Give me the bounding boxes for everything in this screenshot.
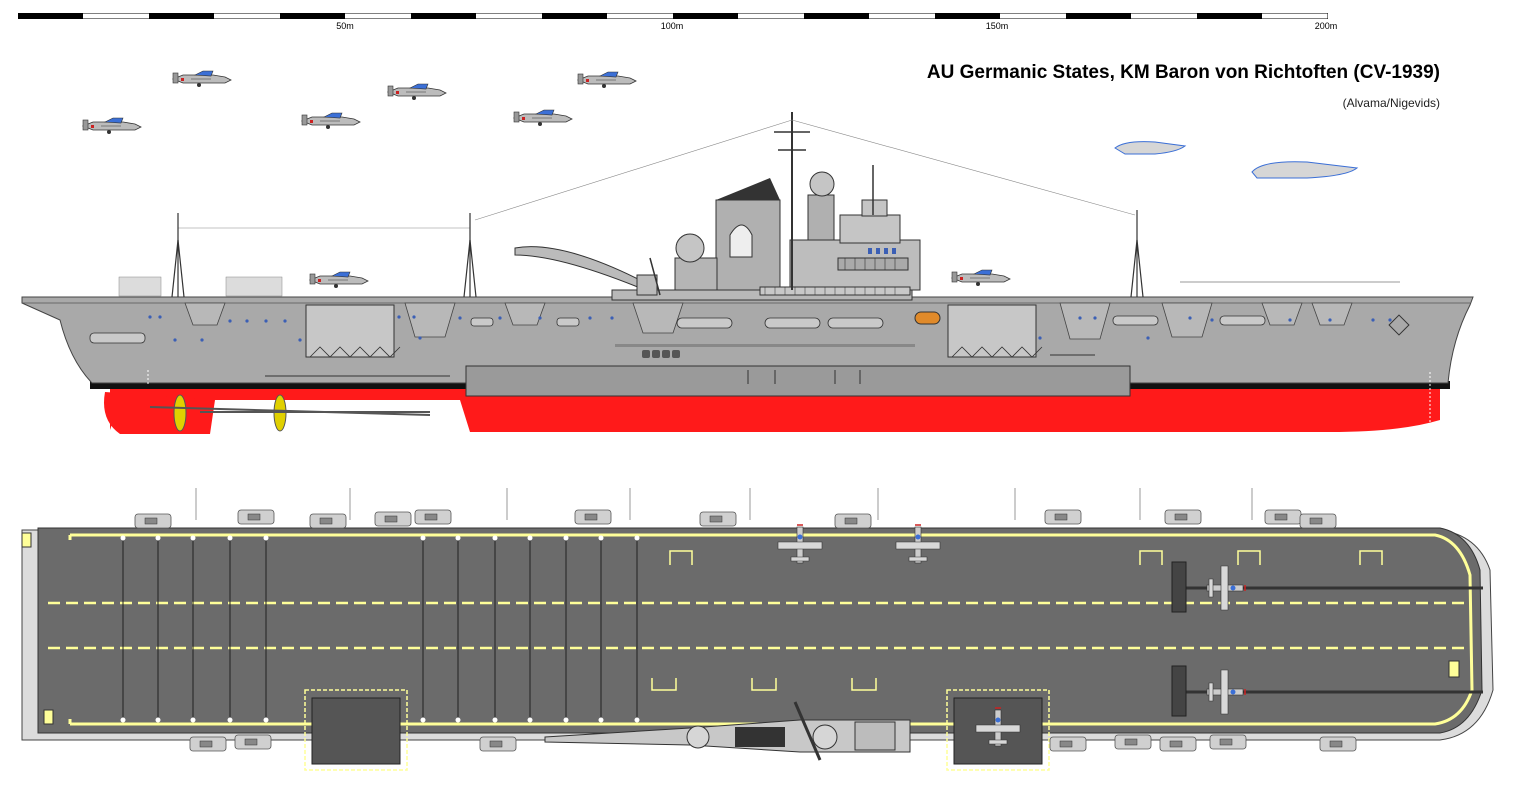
scale-bar-graphic (18, 13, 1328, 19)
armor-belt (465, 365, 1131, 397)
drawing-title: AU Germanic States, KM Baron von Richtof… (926, 62, 1440, 83)
scale-bar (18, 13, 1328, 19)
top-view (21, 488, 1494, 771)
scale-label-50: 50m (336, 21, 354, 31)
hangar-opening-fwd (947, 304, 1037, 358)
island-superstructure (178, 112, 1136, 358)
scale-label-100: 100m (660, 21, 684, 31)
island-top-view (544, 701, 911, 761)
scale-label-150: 150m (985, 21, 1009, 31)
antifouling-hull (110, 388, 1440, 432)
hangar-opening-aft (305, 304, 395, 358)
side-profile (21, 112, 1474, 434)
elevator-aft (304, 689, 408, 771)
drawing-credit: (Alvama/Nigevids) (1342, 96, 1440, 110)
jet-aircraft-profile (1114, 141, 1359, 179)
propeller-icon (173, 394, 287, 432)
aircraft-profile-icon (82, 70, 637, 135)
flight-deck (37, 527, 1483, 734)
scale-label-200: 200m (1314, 21, 1338, 31)
crane-icon (514, 246, 661, 296)
mast-icon (171, 210, 1144, 298)
